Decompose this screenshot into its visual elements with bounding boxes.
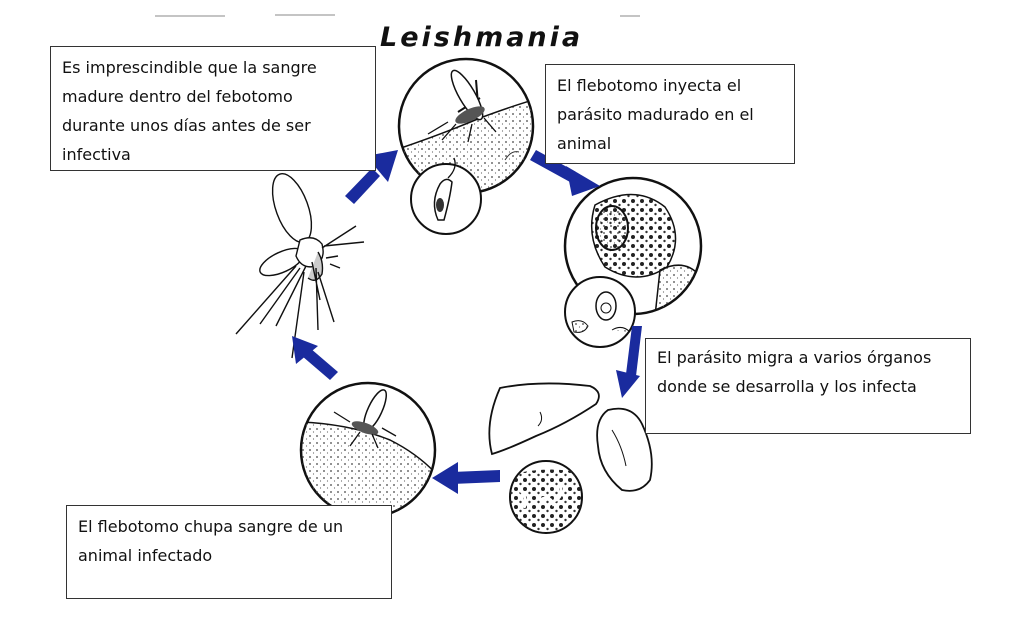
promastigote-inset <box>410 157 482 235</box>
sandfly-drawing <box>235 173 365 359</box>
box-text-line: infectiva <box>62 145 131 164</box>
box-text-line: parásito madurado en el <box>557 105 754 124</box>
box-text-line: Es imprescindible que la sangre <box>62 58 317 77</box>
step-bite-box: El flebotomo chupa sangre de un animal i… <box>66 505 392 599</box>
diagram-title: Leishmania <box>380 22 584 53</box>
box-text-line: durante unos días antes de ser <box>62 116 311 135</box>
arrow-up-left <box>292 336 338 380</box>
top-edge-marks <box>155 14 640 17</box>
step-migration-box: El parásito migra a varios órganos donde… <box>645 338 971 434</box>
box-text-line: El flebotomo inyecta el <box>557 76 742 95</box>
arrow-top-to-right <box>530 150 600 196</box>
spleen-organ <box>596 407 653 492</box>
box-text-line: El parásito migra a varios órganos <box>657 348 932 367</box>
tissue-circle <box>509 460 583 534</box>
box-text-line: donde se desarrolla y los infecta <box>657 377 917 396</box>
cycle-arrows <box>292 150 642 494</box>
sandfly-biting-circle <box>397 57 535 195</box>
arrow-bottom-left <box>432 462 500 494</box>
box-text-line: El flebotomo chupa sangre de un <box>78 517 344 536</box>
amastigote-inset <box>564 276 636 348</box>
box-text-line: animal infectado <box>78 546 213 565</box>
box-text-line: madure dentro del febotomo <box>62 87 293 106</box>
box-text-line: animal <box>557 134 612 153</box>
sandfly-feeding-circle <box>299 381 437 519</box>
step-injection-box: El flebotomo inyecta el parásito madurad… <box>545 64 795 164</box>
arrow-right-down <box>616 326 642 398</box>
liver-organ <box>488 382 600 456</box>
step-maturation-box: Es imprescindible que la sangre madure d… <box>50 46 376 171</box>
